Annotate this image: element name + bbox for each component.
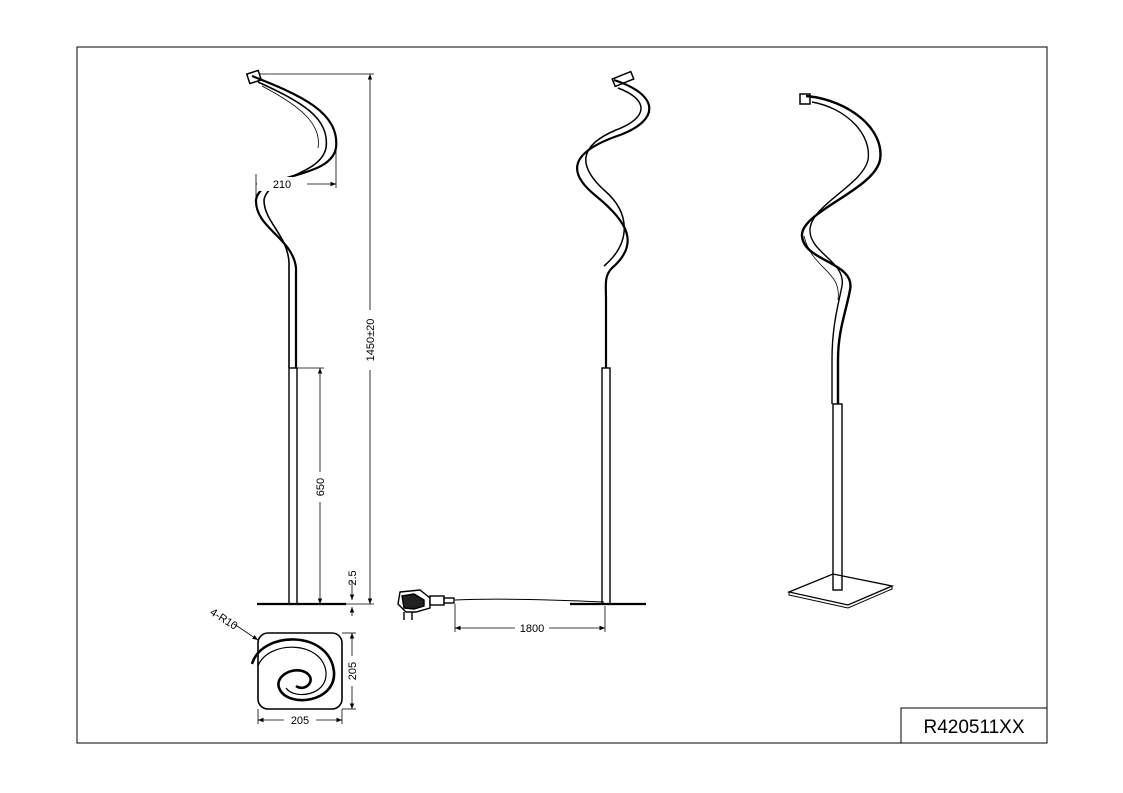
dim-total-height: 1450±20	[365, 319, 377, 362]
dim-cable-length: 1800	[520, 623, 544, 635]
base-spiral-inner	[257, 646, 327, 696]
front-view	[245, 69, 346, 606]
persp-base-edge	[788, 586, 893, 609]
dim-corner-radius: 4-R10	[208, 606, 240, 632]
front-spiral-outer	[251, 74, 338, 368]
base-spiral-top	[250, 638, 336, 702]
front-lamp-head	[245, 69, 263, 85]
base-plate-outline	[257, 632, 343, 710]
dim-205h-bg	[284, 713, 316, 727]
power-plug-icon	[397, 589, 455, 620]
dim-210-bg	[257, 177, 307, 191]
front-dimensions	[255, 73, 374, 616]
sheet-frame	[76, 46, 1048, 744]
dim-base-width: 205	[291, 715, 309, 727]
front-spiral-inner	[257, 81, 328, 368]
base-top-view	[233, 623, 343, 710]
model-code: R420511XX	[923, 717, 1024, 738]
dim-spiral-width: 210	[273, 179, 291, 191]
dim-base-thickness: 2.5	[347, 570, 359, 585]
side-spiral-outer	[576, 78, 651, 368]
dim-1800-bg	[515, 621, 549, 635]
power-cable	[454, 598, 605, 603]
persp-lower-pole	[832, 403, 843, 591]
dim-650-bg	[313, 472, 327, 502]
dim-lower-pole-height: 650	[315, 478, 327, 496]
side-view	[397, 70, 651, 620]
side-lamp-head	[611, 70, 635, 88]
dim-205v-bg	[345, 656, 359, 686]
persp-spiral-inner	[809, 101, 870, 404]
dim-total-bg	[363, 310, 377, 370]
front-spiral-edge	[261, 85, 319, 149]
dim-base-depth: 205	[347, 662, 359, 680]
persp-spiral-outer	[800, 94, 882, 404]
side-spiral-inner	[585, 87, 642, 267]
side-lower-pole	[601, 367, 611, 605]
front-lower-pole	[288, 367, 298, 605]
title-block	[900, 707, 1048, 744]
persp-spiral-edge	[803, 235, 839, 301]
perspective-view	[786, 93, 895, 609]
persp-lamp-head	[799, 93, 811, 105]
